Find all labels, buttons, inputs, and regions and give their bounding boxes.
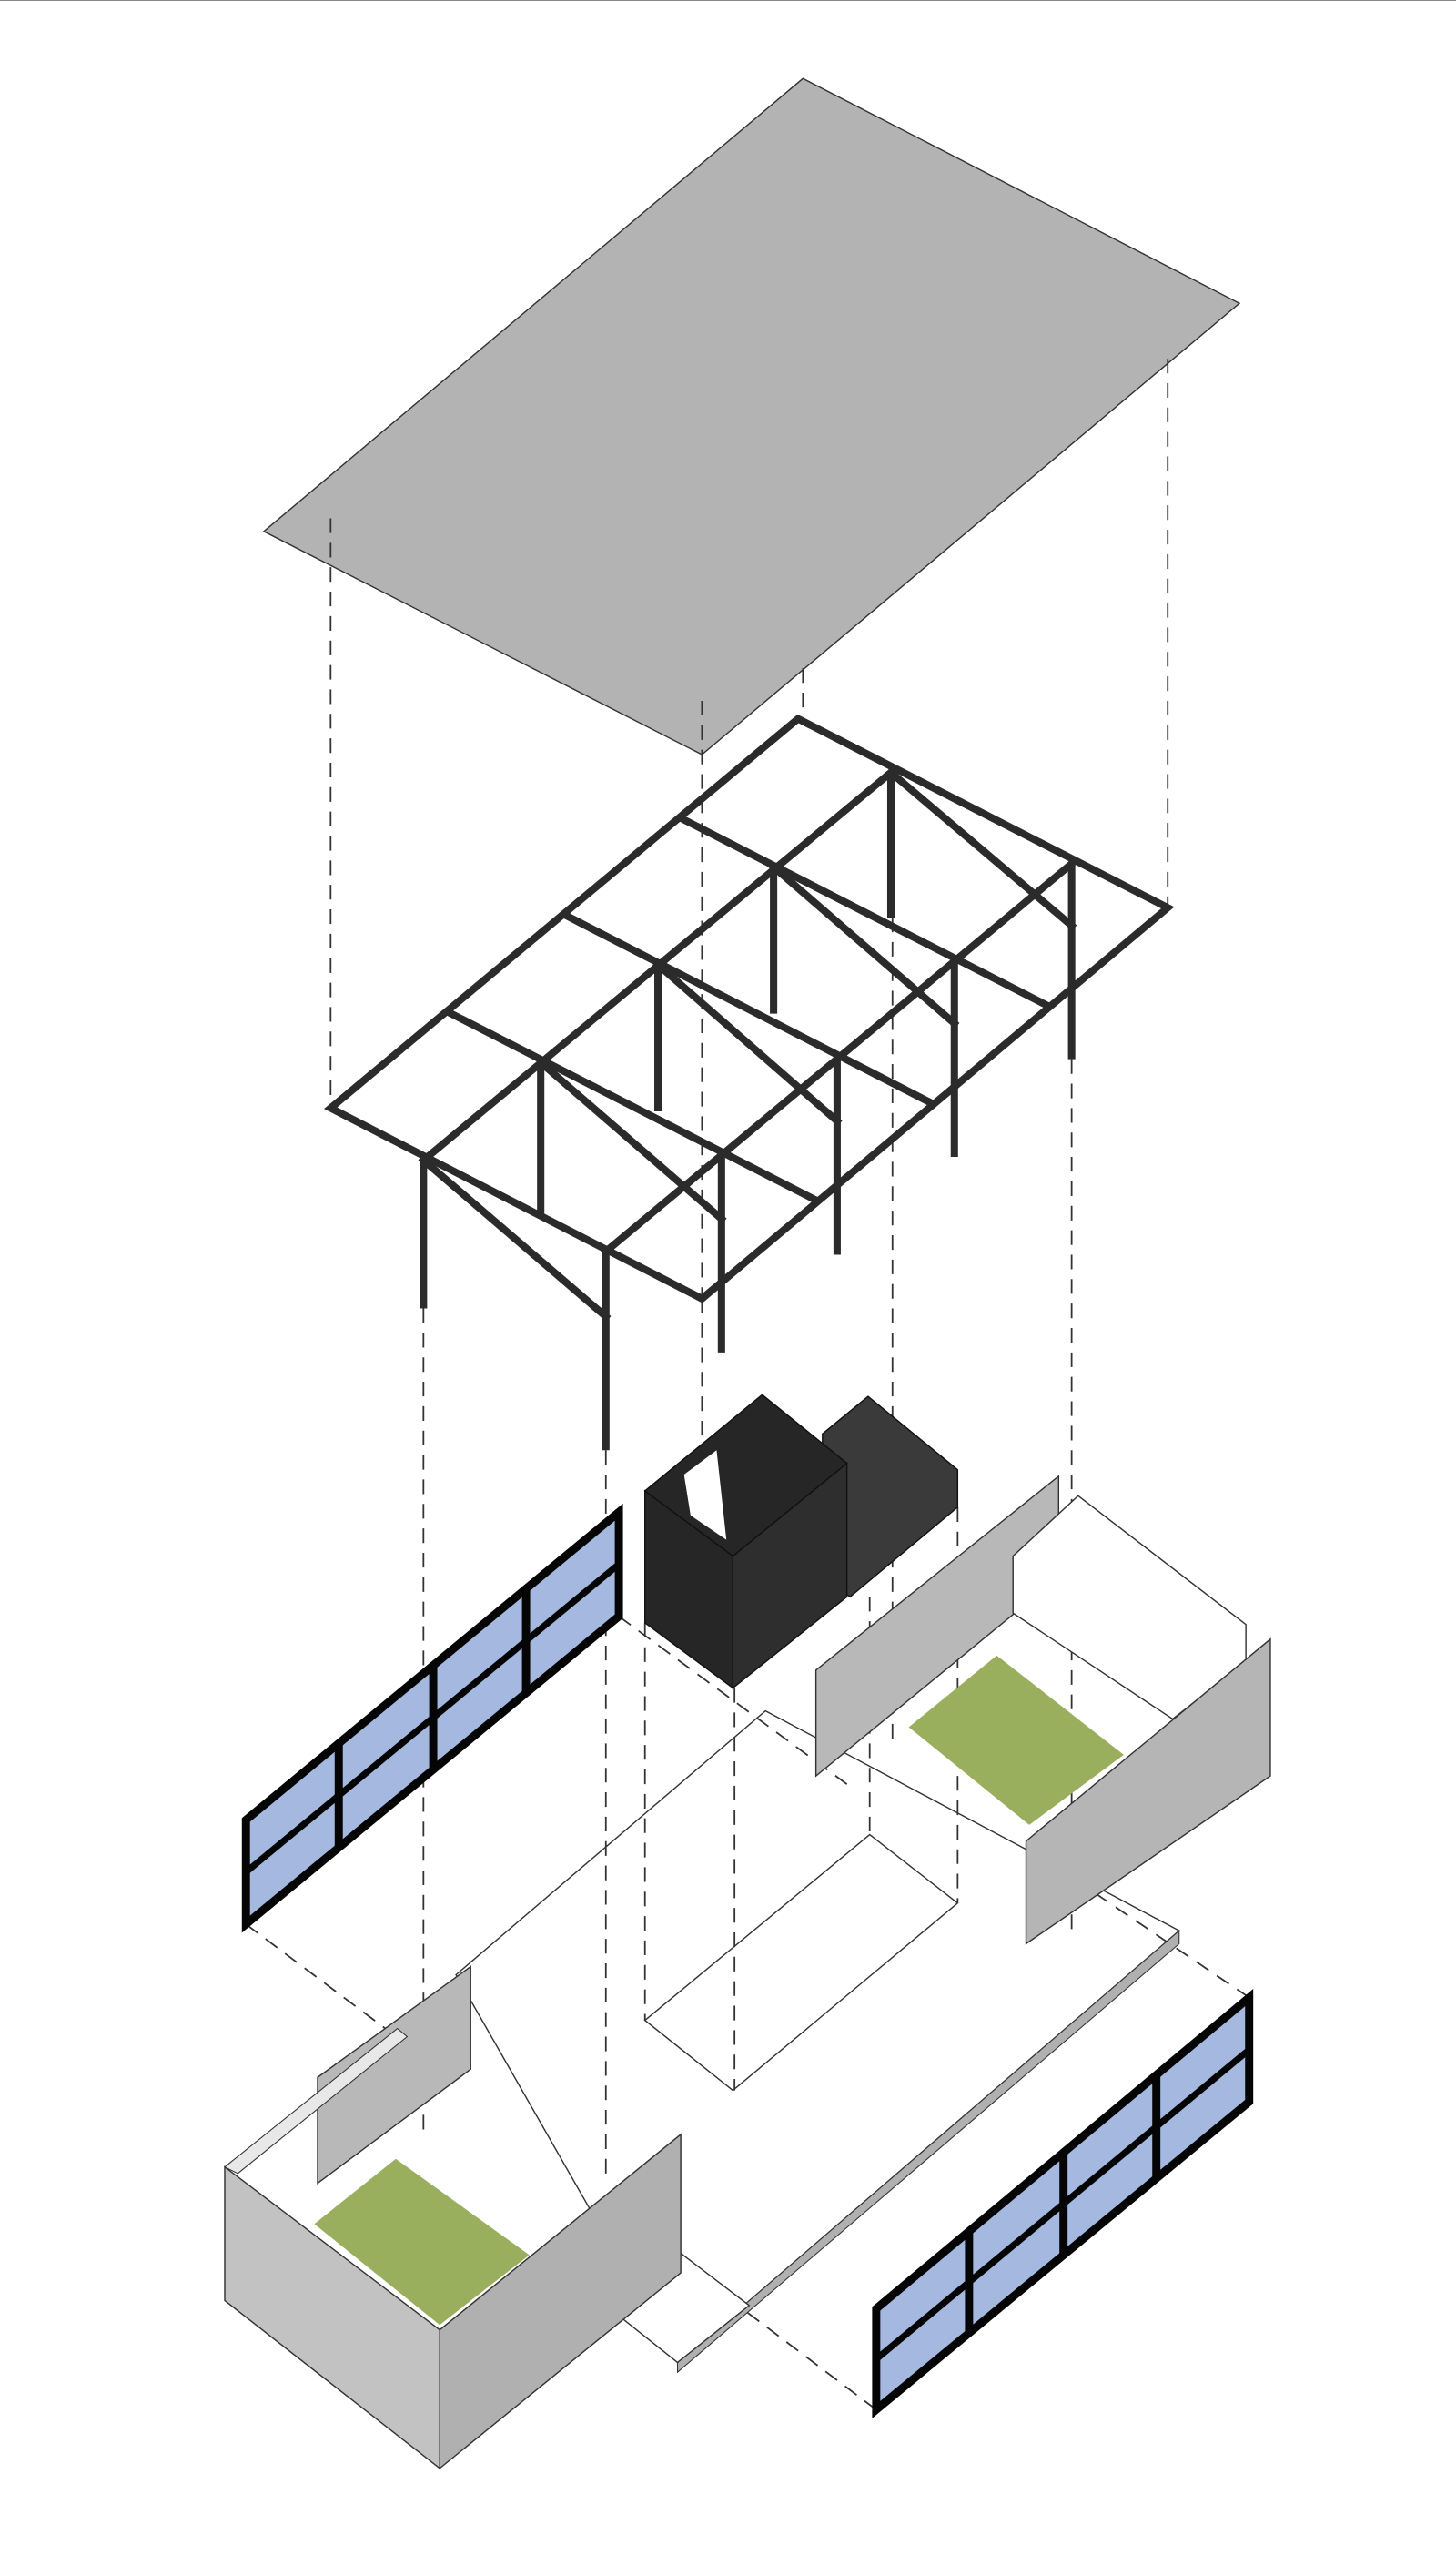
planting-bed-left [314,2158,530,2326]
service-core [643,1394,959,1689]
glazing-panel-left [241,1503,623,1933]
courtyard-left [223,1965,682,2470]
roof-plane [262,77,1241,755]
slab-edge [676,1930,1180,2374]
glazing-panel-right [872,1988,1254,2418]
top-border [0,0,1456,1]
planting-bed-right [908,1655,1124,1825]
courtyard-right [814,1475,1271,1945]
structural-frame [324,714,1175,1451]
core-opening [683,1450,727,1540]
